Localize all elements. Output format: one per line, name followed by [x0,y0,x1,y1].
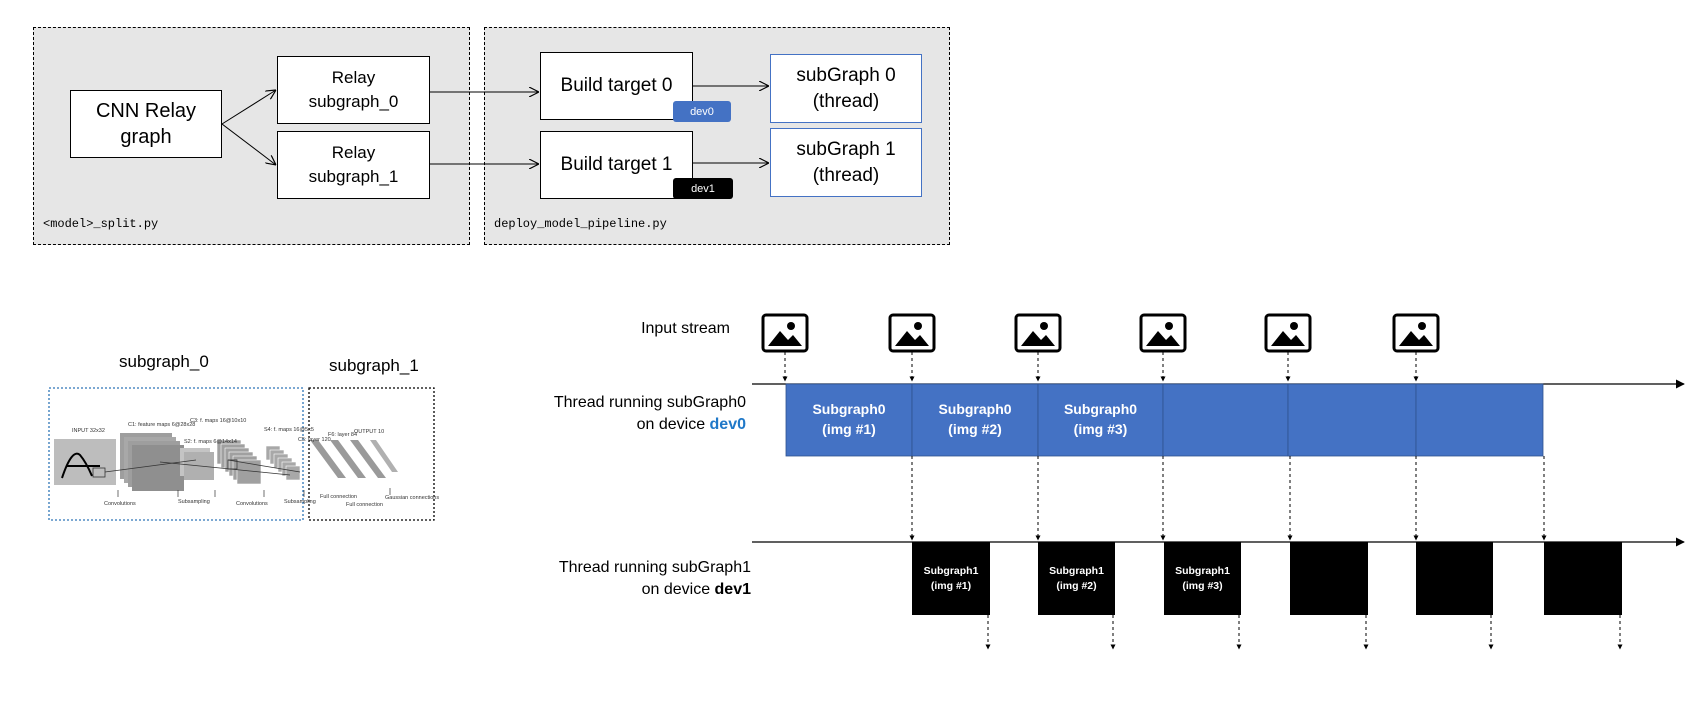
relay-subgraph-0-box: Relay subgraph_0 [277,56,430,124]
subgraph0-block-label: Subgraph0 [938,401,1011,417]
dev1-badge: dev1 [673,178,733,199]
input-stream-label: Input stream [641,320,730,337]
subgraph-0-thread-label: subGraph 0 (thread) [796,64,896,112]
net-label-output: OUTPUT 10 [354,429,384,435]
image-icon [1264,313,1312,353]
net-label-full-connection-2: Full connection [346,502,383,508]
subgraph-1-thread-label: subGraph 1 (thread) [796,138,896,186]
thread1-device-name: dev1 [714,581,751,598]
subgraph0-block [911,383,1039,457]
net-label-s4: S4: f. maps 16@5x5 [264,427,314,433]
thread1-label: Thread running subGraph1 on device dev1 [508,557,751,601]
subgraph0-block [785,383,913,457]
subgraph0-block [1415,383,1544,457]
net-label-input: INPUT 32x32 [72,428,105,434]
subgraph-1-thread-box: subGraph 1 (thread) [770,128,922,197]
subgraph1-block [1416,542,1493,615]
subgraph0-block-label: Subgraph0 [812,401,885,417]
split-script-filename: <model>_split.py [43,217,159,231]
subgraph-0-thread-box: subGraph 0 (thread) [770,54,922,123]
image-icon [761,313,809,353]
relay-subgraph-1-box: Relay subgraph_1 [277,131,430,199]
subgraph1-block [1544,542,1622,615]
net-label-convolutions-1: Convolutions [104,501,136,507]
subgraph0-block [1287,383,1417,457]
input-receptive-field [92,467,106,478]
deploy-script-filename: deploy_model_pipeline.py [494,217,667,231]
input-glyph [61,452,100,479]
thread1-label-line2: on device dev1 [508,579,751,601]
thread0-device-name: dev0 [709,416,746,433]
subgraph-1-caption: subgraph_1 [329,356,419,375]
net-label-gaussian: Gaussian connections [385,495,439,501]
subgraph1-block [1290,542,1368,615]
thread1-device-prefix: on device [641,581,715,598]
subgraph0-timeline-bar [786,384,1543,456]
subgraph1-block-label: (img #2) [1056,580,1096,592]
net-label-c3: C3: f. maps 16@10x10 [190,418,246,424]
subgraph1-block [1164,542,1241,615]
relay-subgraph-0-label: Relay subgraph_0 [308,68,399,111]
subgraph1-block-label: Subgraph1 [1175,565,1230,577]
thread0-label-line2: on device dev0 [500,414,746,436]
subgraph1-block-label: Subgraph1 [1049,565,1104,577]
net-label-full-connection-1: Full connection [320,494,357,500]
net-label-convolutions-2: Convolutions [236,501,268,507]
image-icon [1139,313,1187,353]
net-label-s2: S2: f. maps 6@14x14 [184,439,237,445]
subgraph1-block-label: Subgraph1 [924,565,979,577]
subgraph0-block-label: (img #1) [822,421,876,437]
cnn-relay-graph-label: CNN Relay graph [95,100,197,148]
build-target-1-label: Build target 1 [560,154,673,175]
thread0-device-prefix: on device [636,416,710,433]
subgraph-0-caption: subgraph_0 [119,352,209,371]
subgraph0-block-label: (img #2) [948,421,1002,437]
input-image [54,439,116,485]
subgraph0-block [1037,383,1164,457]
thread1-label-line1: Thread running subGraph1 [558,559,751,576]
subgraph-1-region [308,387,435,521]
relay-subgraph-1-label: Relay subgraph_1 [308,143,399,186]
net-label-subsampling-2: Subsampling [284,499,316,505]
thread0-label-line1: Thread running subGraph0 [553,394,746,411]
build-target-1-box: Build target 1 [540,131,693,199]
cnn-relay-graph-box: CNN Relay graph [70,90,222,158]
subgraph0-block-label: (img #3) [1074,421,1128,437]
image-icon [888,313,936,353]
subgraph0-block [1162,383,1289,457]
subgraph1-block [1038,542,1115,615]
net-label-f6: F6: layer 84 [328,432,357,438]
build-target-0-box: Build target 0 [540,52,693,120]
image-icon [1392,313,1440,353]
subgraph1-block [912,542,990,615]
subgraph1-block-label: (img #1) [931,580,971,592]
subgraph-0-region [48,387,304,521]
subgraph1-block-label: (img #3) [1182,580,1222,592]
net-label-c1: C1: feature maps 6@28x28 [128,422,195,428]
net-label-subsampling-1: Subsampling [178,499,210,505]
build-target-0-label: Build target 0 [560,75,673,96]
dev0-badge: dev0 [673,101,731,122]
net-label-c5: C5: layer 120 [298,437,331,443]
image-icon [1014,313,1062,353]
thread0-label: Thread running subGraph0 on device dev0 [500,392,746,436]
subgraph0-block-label: Subgraph0 [1064,401,1137,417]
